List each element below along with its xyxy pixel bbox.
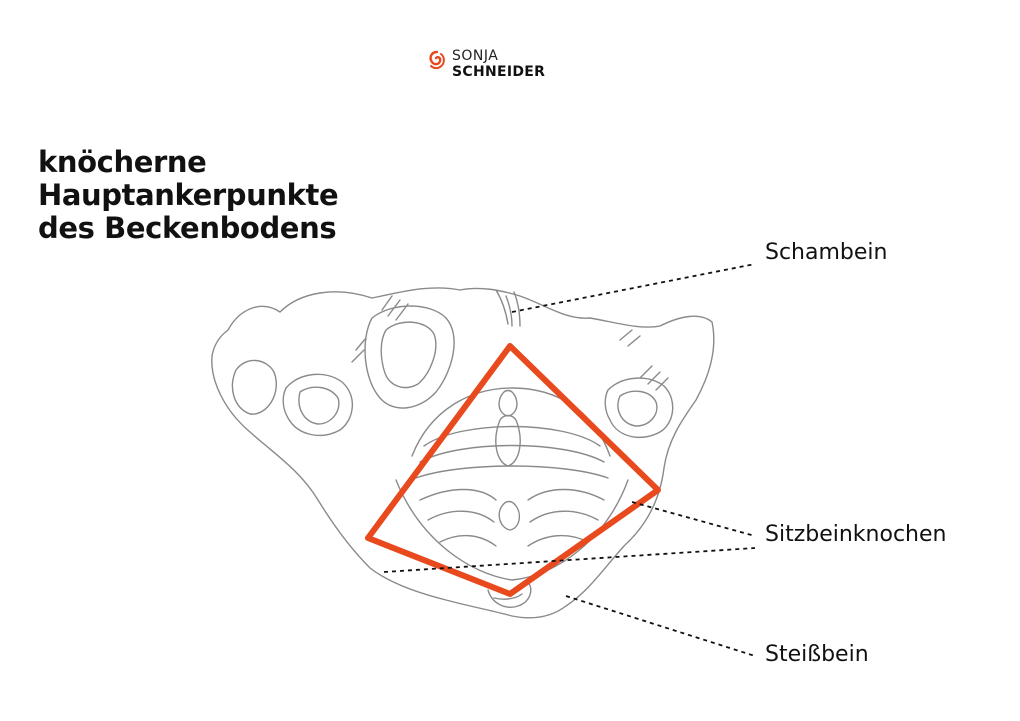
leader-line-sitzbein-left <box>383 547 756 573</box>
urethra-opening <box>498 389 518 417</box>
label-schambein: Schambein <box>765 240 888 265</box>
left-acetabulum-inner <box>380 321 437 389</box>
title-line-1: knöcherne <box>38 145 207 179</box>
leader-line-schambein <box>511 263 756 313</box>
left-foramen <box>282 373 353 437</box>
anchor-triangle <box>365 343 661 597</box>
left-acetabulum <box>364 305 455 409</box>
floor-striation-4 <box>419 488 497 501</box>
right-foramen <box>604 377 674 439</box>
swirl-logo-icon <box>429 50 445 70</box>
floor-striation-6 <box>427 510 495 523</box>
hatch-right <box>619 329 669 391</box>
floor-striation-2 <box>419 444 605 463</box>
brand-logo: SONJA SCHNEIDER <box>428 48 568 88</box>
hatch-left <box>351 295 409 363</box>
brand-last-name: SCHNEIDER <box>452 64 546 80</box>
anal-opening <box>498 500 521 531</box>
label-sitzbeinknochen: Sitzbeinknochen <box>765 522 947 547</box>
brand-first-name: SONJA <box>452 48 499 64</box>
leader-lines <box>383 263 756 657</box>
symphysis <box>495 289 521 327</box>
coccyx-sketch <box>487 581 532 608</box>
floor-striation-8 <box>439 535 497 547</box>
floor-striation-7 <box>529 510 599 523</box>
pelvis-outline <box>211 287 715 619</box>
title-line-3: des Beckenbodens <box>38 211 337 245</box>
floor-striation-3 <box>415 465 609 479</box>
pelvis-sketch <box>211 287 715 619</box>
leader-line-sitzbein-right <box>631 501 756 537</box>
right-foramen-inner <box>617 390 658 427</box>
vaginal-opening <box>495 414 521 467</box>
floor-striation-5 <box>527 488 605 501</box>
title-line-2: Hauptankerpunkte <box>38 178 339 212</box>
left-foramen-inner <box>298 386 340 425</box>
page-title: knöcherne Hauptankerpunkte des Beckenbod… <box>38 145 339 245</box>
left-ilium-inner <box>231 359 277 415</box>
leader-line-steissbein <box>565 595 756 657</box>
label-steissbein: Steißbein <box>765 642 869 667</box>
